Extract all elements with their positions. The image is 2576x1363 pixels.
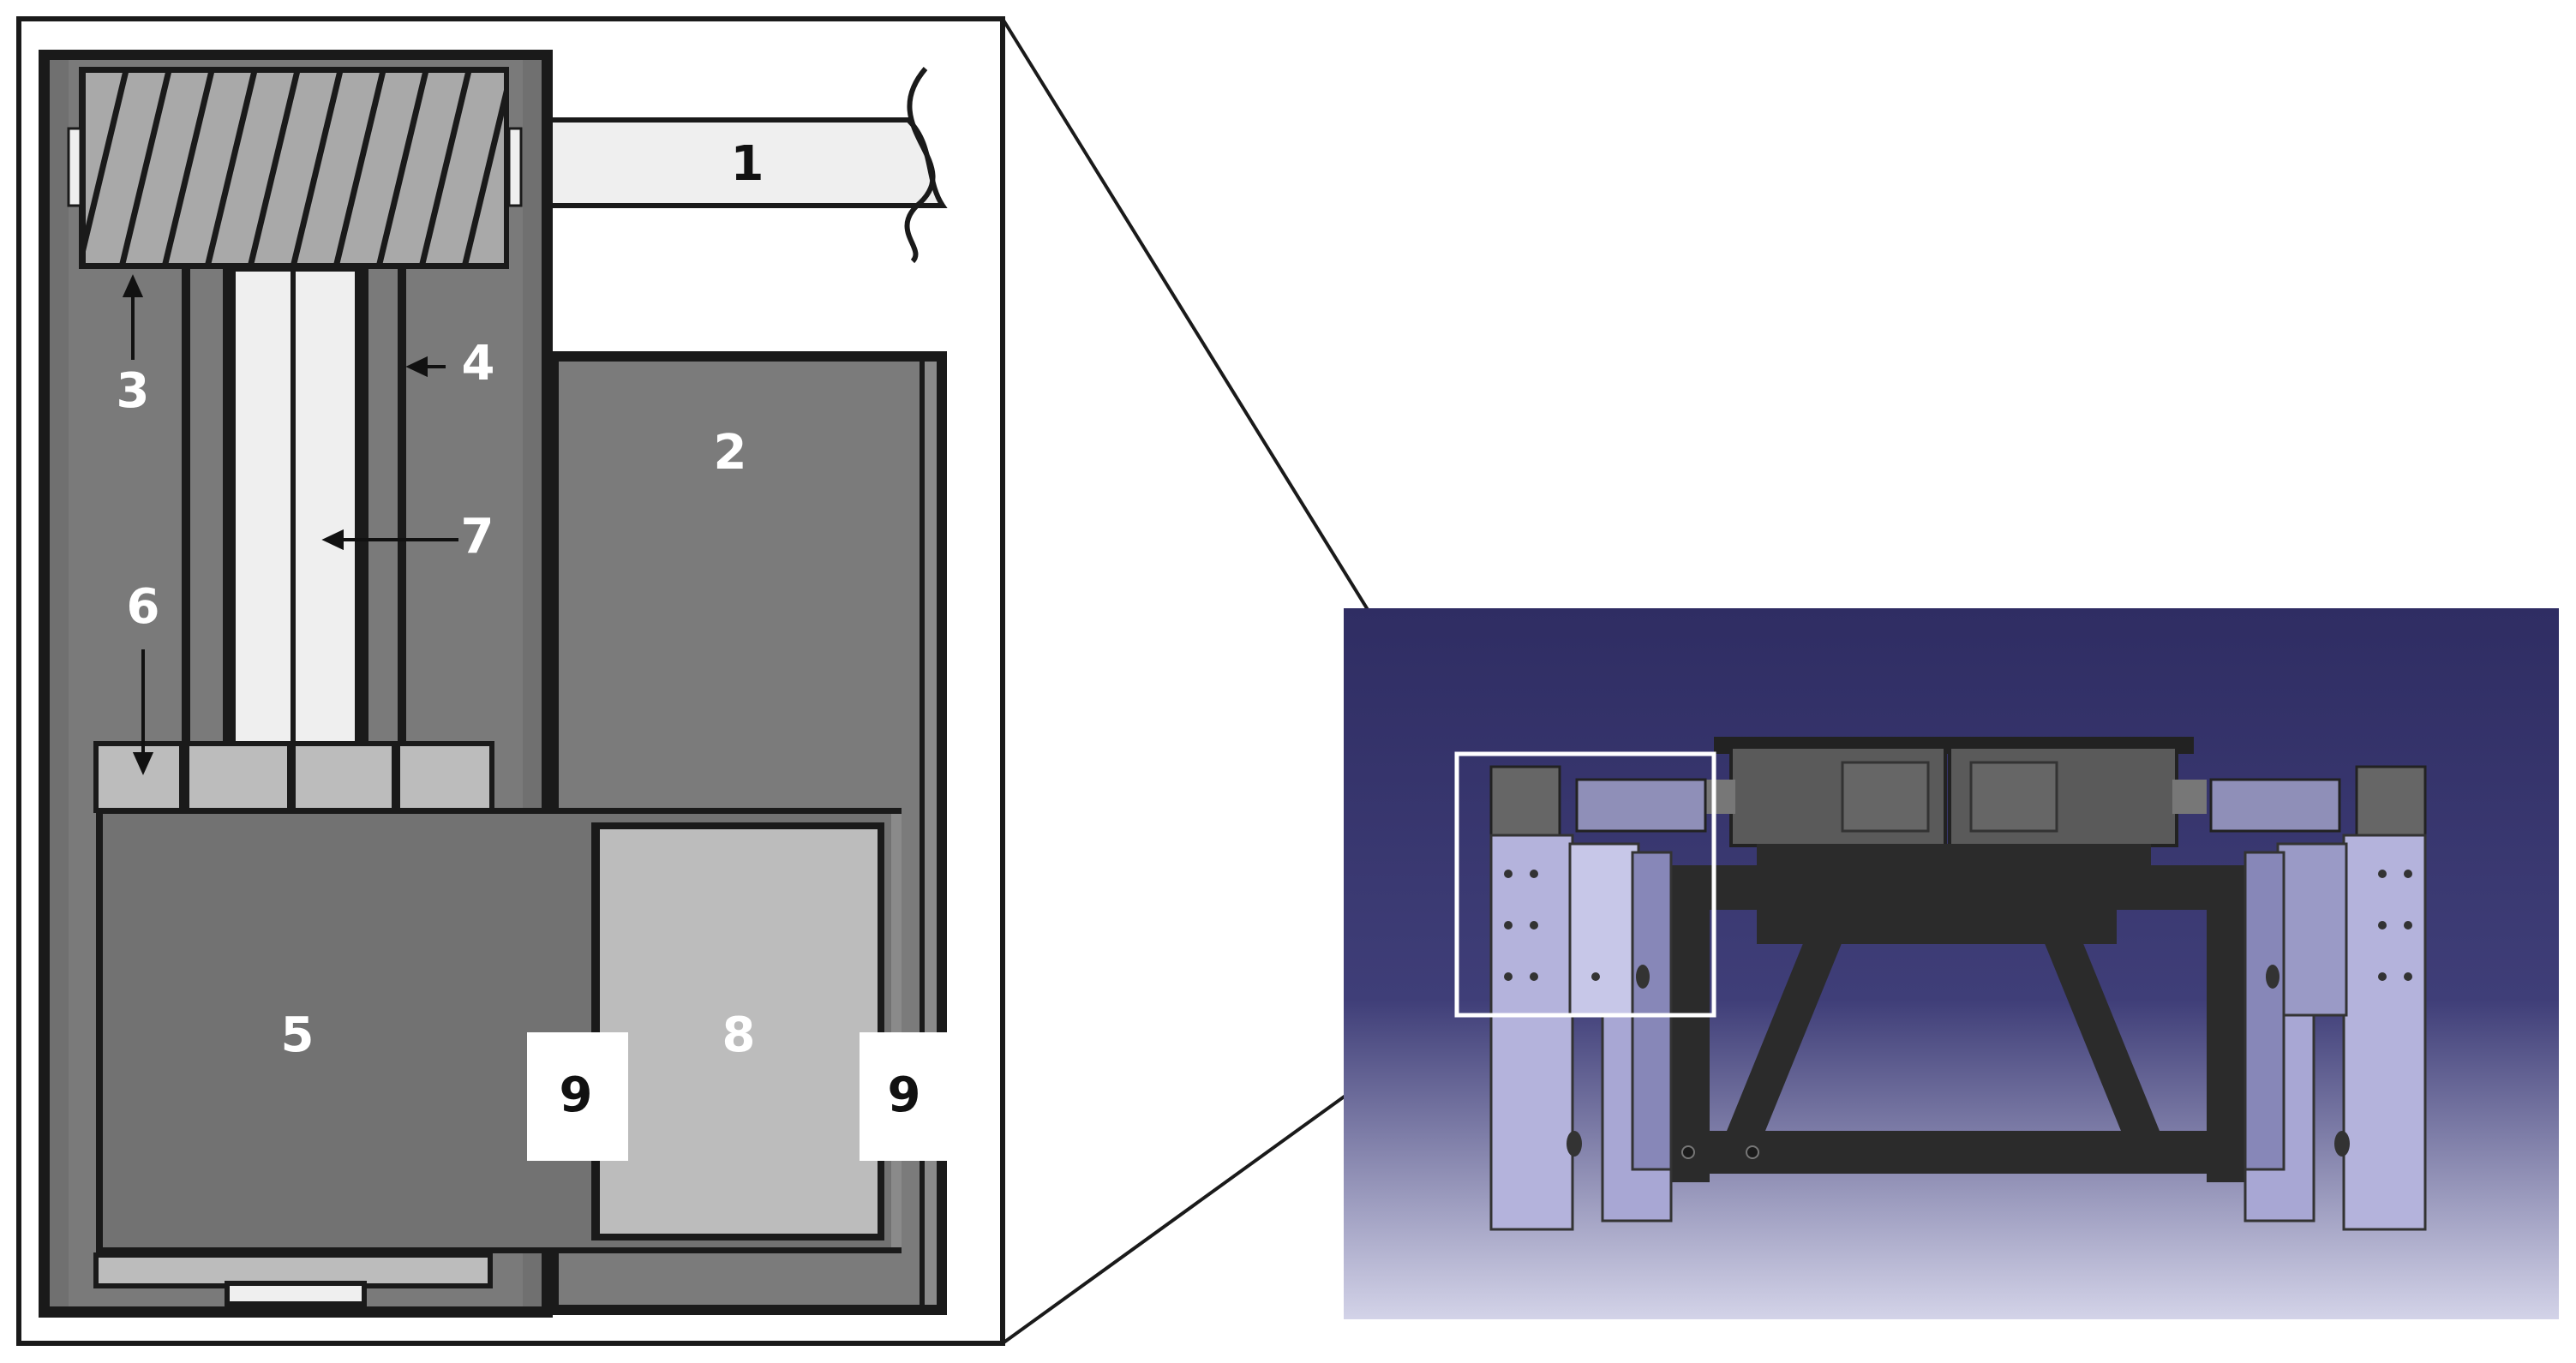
part-7-rods [231, 266, 360, 751]
cad-render [1344, 608, 2559, 1319]
leader-arrows [122, 274, 458, 775]
cad-left-leg [1489, 765, 1707, 1231]
cad-top-motor [1701, 737, 2207, 865]
break-line [904, 67, 936, 264]
label-9a-box [527, 1032, 628, 1161]
label-1: 1 [731, 136, 764, 192]
label-4: 4 [462, 336, 495, 392]
label-3: 3 [117, 363, 150, 419]
label-5: 5 [281, 1007, 315, 1063]
label-9b-box [860, 1032, 954, 1161]
label-6: 6 [127, 579, 160, 635]
part-8-block [591, 822, 884, 1240]
bottom-plate [93, 1252, 493, 1306]
label-9b: 9 [888, 1067, 921, 1123]
cad-right-leg [2209, 765, 2427, 1231]
screw-part [67, 67, 523, 269]
cad-bolt-holes [1681, 1145, 1759, 1159]
zoom-highlight-box [1454, 751, 1716, 1018]
part-1-rod [546, 67, 948, 264]
label-8: 8 [722, 1007, 756, 1063]
label-2: 2 [714, 425, 747, 481]
part-6-blocks [93, 741, 494, 813]
label-9a: 9 [560, 1067, 593, 1123]
detail-schematic: 1 2 3 4 5 6 7 8 9 9 [16, 16, 1005, 1346]
cad-main-frame [1667, 865, 2250, 1182]
label-7: 7 [461, 509, 494, 565]
